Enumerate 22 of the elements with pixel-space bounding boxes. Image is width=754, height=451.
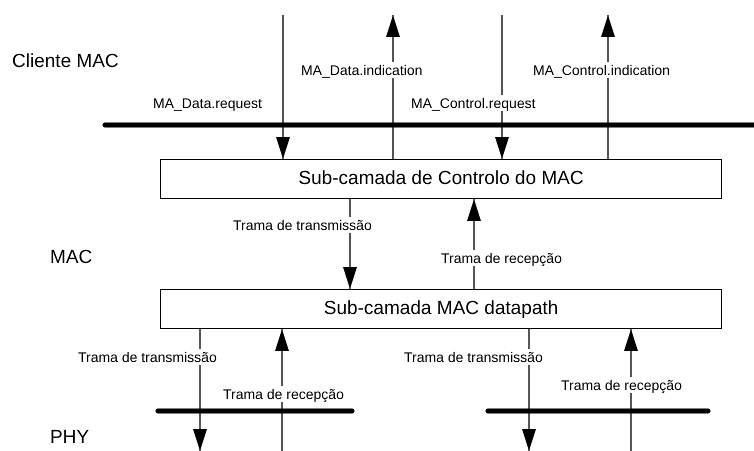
arrow [601, 15, 615, 159]
arrow [495, 15, 509, 159]
edge-label: MA_Control.request [410, 95, 537, 111]
layer-box [160, 159, 722, 199]
layer-box [160, 289, 722, 329]
edge-label: MA_Data.indication [300, 62, 424, 78]
layer-label: Cliente MAC [12, 52, 119, 72]
arrow [276, 15, 290, 159]
edge-label: Trama de transmissão [403, 349, 544, 365]
edge-label: Trama de transmissão [77, 349, 218, 365]
edge-label: Trama de recepção [560, 377, 683, 393]
edge-label: Trama de recepção [440, 250, 563, 266]
layer-label: PHY [50, 428, 90, 448]
layer-label: MAC [50, 248, 92, 268]
arrow [386, 15, 400, 159]
arrow [522, 329, 536, 451]
edge-label: Trama de recepção [222, 386, 345, 402]
edge-label: MA_Data.request [152, 95, 263, 111]
layer-name: Sub-camada de Controlo do MAC [298, 168, 584, 190]
layer-name: Sub-camada MAC datapath [324, 298, 558, 320]
edge-label: MA_Control.indication [532, 62, 671, 78]
edge-label: Trama de transmissão [232, 217, 373, 233]
